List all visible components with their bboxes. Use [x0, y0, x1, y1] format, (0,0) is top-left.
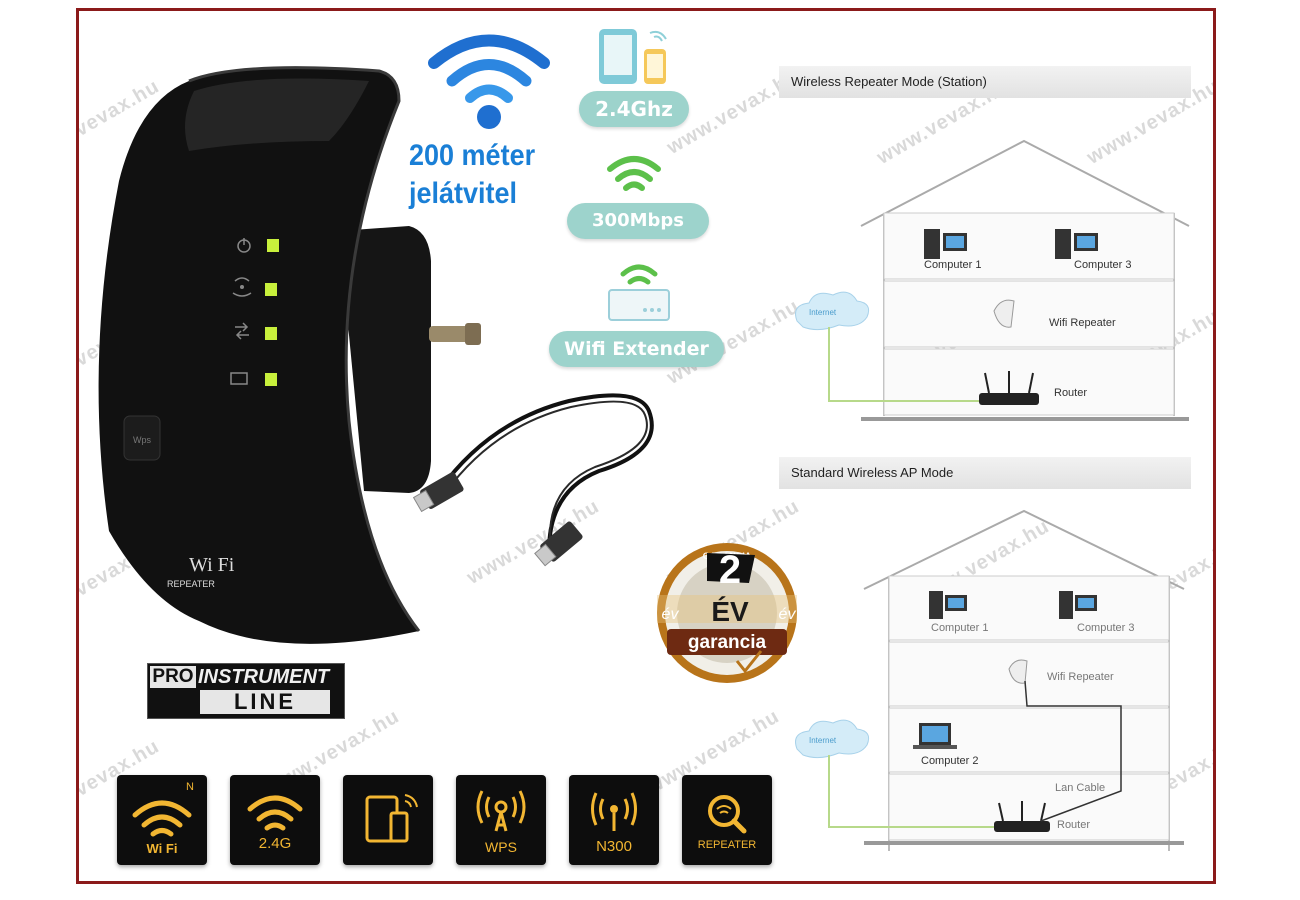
power-led	[267, 239, 279, 252]
pro-instrument-line-logo: PRO INSTRUMENT LINE	[147, 663, 345, 719]
warranty-number: 2	[719, 548, 741, 592]
wifi-signal-icon	[428, 34, 550, 129]
ap-computer1-label: Computer 1	[931, 622, 989, 634]
warranty-badge: GARANCIA 2 ÉV év év garancia	[657, 543, 797, 683]
tile-label: REPEATER	[697, 839, 757, 851]
wifi-icon	[247, 795, 303, 831]
station-computer3-label: Computer 3	[1074, 259, 1132, 271]
feature-tile-devices	[343, 775, 433, 865]
station-internet-label: Internet	[809, 308, 837, 317]
station-computer1-label: Computer 1	[924, 259, 982, 271]
feature-tile-repeater: REPEATER	[682, 775, 772, 865]
svg-text:Wps: Wps	[133, 435, 152, 445]
warranty-side-right: év	[779, 606, 797, 623]
wifi-n-icon	[132, 800, 192, 837]
tile-label: WPS	[485, 839, 517, 855]
logo-line: LINE	[200, 690, 330, 714]
ethernet-cable	[412, 393, 654, 567]
station-mode-diagram	[795, 139, 1190, 421]
ap-computer3-label: Computer 3	[1077, 622, 1135, 634]
warranty-word: garancia	[688, 632, 767, 653]
lan-port-icon	[230, 372, 248, 385]
ap-mode-diagram	[795, 509, 1185, 851]
wps-antenna-icon	[476, 790, 526, 832]
range-headline-line2: jelátvitel	[409, 177, 518, 210]
ap-internet-label: Internet	[809, 736, 837, 745]
devices-icon	[365, 794, 418, 843]
logo-pro: PRO	[150, 666, 196, 688]
speed-badge: 300Mbps	[567, 203, 709, 239]
tile-label: Wi Fi	[146, 841, 178, 856]
tablet-phone-icon	[599, 29, 667, 84]
transfer-icon	[235, 322, 249, 340]
tile-label: 2.4G	[258, 835, 292, 852]
frequency-badge: 2.4Ghz	[579, 91, 689, 127]
ap-cable-label: Lan Cable	[1055, 782, 1106, 794]
n300-antenna-icon	[591, 792, 637, 831]
range-headline: 200 méter jelátvitel	[409, 137, 535, 213]
device-brand-wifi: Wi Fi	[189, 554, 235, 576]
ap-mode-title: Standard Wireless AP Mode	[779, 457, 1191, 489]
feature-tile-wifi-n: N Wi Fi	[117, 775, 207, 865]
feature-tile-n300: N300	[569, 775, 659, 865]
ap-repeater-label: Wifi Repeater	[1047, 671, 1114, 683]
station-repeater-label: Wifi Repeater	[1049, 317, 1116, 329]
wifi-repeater-device: Wps Wi Fi REPEATER	[98, 66, 481, 644]
warranty-unit: ÉV	[711, 596, 749, 627]
repeater-search-icon	[708, 795, 747, 834]
wifi-green-icon	[607, 156, 661, 191]
power-icon	[237, 238, 251, 253]
feature-tile-wps: WPS	[456, 775, 546, 865]
wps-button[interactable]	[123, 415, 161, 461]
ap-computer2-label: Computer 2	[921, 755, 979, 767]
extender-badge: Wifi Extender	[549, 331, 724, 367]
tile-label: N300	[596, 838, 632, 855]
device-brand-repeater: REPEATER	[167, 579, 215, 589]
wifi-led	[265, 283, 277, 296]
wps-led	[265, 373, 277, 386]
router-wifi-icon	[608, 264, 670, 321]
warranty-side-left: év	[662, 606, 680, 623]
product-image-frame: www.vevax.hu www.vevax.hu www.vevax.hu w…	[76, 8, 1216, 884]
station-router-label: Router	[1054, 387, 1088, 399]
station-mode-title: Wireless Repeater Mode (Station)	[779, 66, 1191, 98]
signal-icon	[232, 277, 252, 297]
logo-instrument: INSTRUMENT	[198, 666, 330, 688]
lan-led	[265, 327, 277, 340]
feature-tile-24g: 2.4G	[230, 775, 320, 865]
range-headline-line1: 200 méter	[409, 139, 536, 172]
tile-superscript: N	[186, 781, 194, 793]
ap-router-label: Router	[1057, 819, 1091, 831]
